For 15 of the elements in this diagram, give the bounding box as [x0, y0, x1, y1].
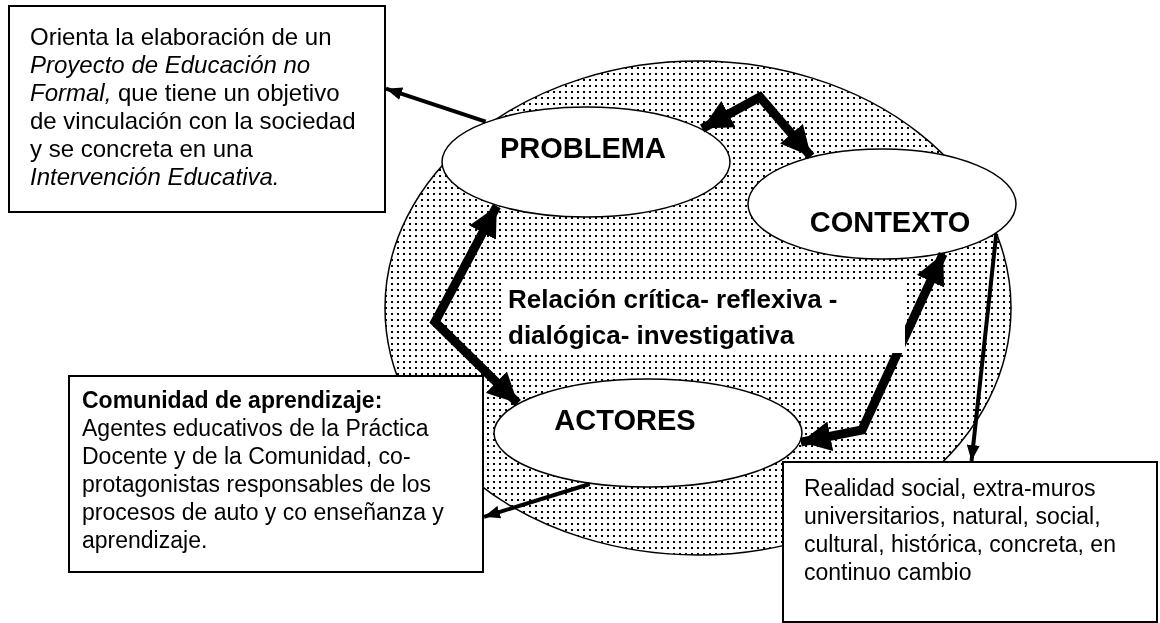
ellipse-label: ACTORES: [554, 403, 696, 437]
text-box: [68, 375, 484, 573]
text-box: [8, 5, 386, 213]
thick-double-arrow: [700, 91, 815, 160]
thick-double-arrow: [429, 204, 521, 407]
ellipse-label: PROBLEMA: [500, 131, 666, 165]
thick-double-arrow: [800, 252, 948, 451]
arrow: [385, 86, 487, 124]
box-heading: Comunidad de aprendizaje:: [82, 386, 384, 414]
center-label: Relación crítica- reflexiva - dialógica- investigativa: [505, 281, 905, 353]
text-box: [782, 461, 1158, 623]
box-text: Realidad social, extra-muros universitarios, natural, social, cultural, histórica, concreta, en continuo cambio: [804, 474, 1117, 586]
box-text: Orienta la elaboración de un Proyecto de Educación no Formal, que tiene un objetivo de vinculación con la sociedad y se concreta en una Intervención Educativa.: [30, 23, 357, 191]
ellipse-label: CONTEXTO: [809, 205, 971, 239]
box-text: Agentes educativos de la Práctica Docente y de la Comunidad, co-protagonistas responsables de los procesos de auto y co enseñanza y aprendizaje.: [82, 414, 445, 554]
